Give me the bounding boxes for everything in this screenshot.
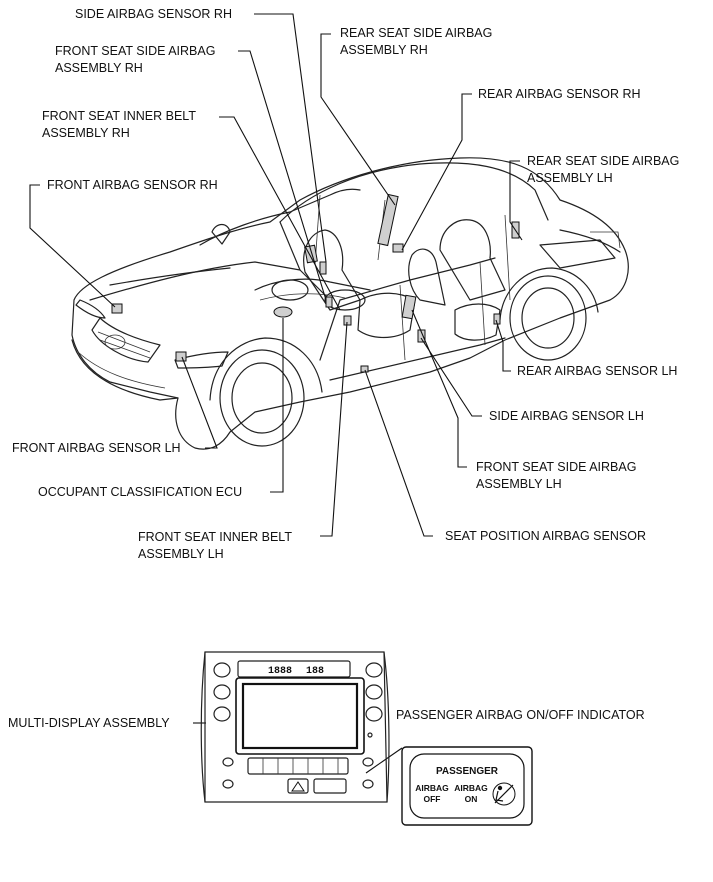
svg-text:188: 188 bbox=[306, 666, 324, 677]
label-rear-seat-side-airbag-lh-line1: REAR SEAT SIDE AIRBAG bbox=[527, 154, 679, 168]
indicator-off-line1: AIRBAG bbox=[415, 783, 449, 793]
airbag-off-icon bbox=[492, 782, 516, 806]
front-airbag-sensor-rh-part bbox=[111, 303, 123, 314]
label-front-seat-inner-belt-lh-line2: ASSEMBLY LH bbox=[138, 547, 224, 561]
front-airbag-sensor-lh-part bbox=[175, 351, 187, 362]
label-seat-position-airbag-sensor: SEAT POSITION AIRBAG SENSOR bbox=[445, 529, 646, 543]
svg-text:1888: 1888 bbox=[268, 666, 292, 677]
multi-display-assembly: 1888 188 bbox=[200, 651, 390, 803]
front-seat-side-airbag-rh-part bbox=[304, 244, 318, 264]
indicator-off-line2: OFF bbox=[424, 794, 441, 804]
label-front-seat-inner-belt-rh-line2: ASSEMBLY RH bbox=[42, 126, 130, 140]
label-front-airbag-sensor-rh: FRONT AIRBAG SENSOR RH bbox=[47, 178, 218, 192]
front-seat-inner-belt-lh-part bbox=[343, 315, 352, 326]
callout-labels: SIDE AIRBAG SENSOR RH FRONT SEAT SIDE AI… bbox=[8, 7, 679, 730]
label-side-airbag-sensor-lh: SIDE AIRBAG SENSOR LH bbox=[489, 409, 644, 423]
label-rear-seat-side-airbag-rh-line1: REAR SEAT SIDE AIRBAG bbox=[340, 26, 492, 40]
front-seat-side-airbag-lh-part bbox=[401, 294, 417, 320]
label-front-seat-side-airbag-lh-line2: ASSEMBLY LH bbox=[476, 477, 562, 491]
front-seat-inner-belt-rh-part bbox=[325, 296, 333, 308]
label-front-seat-side-airbag-rh-line1: FRONT SEAT SIDE AIRBAG bbox=[55, 44, 215, 58]
side-airbag-sensor-rh-part bbox=[319, 261, 327, 275]
label-rear-airbag-sensor-lh: REAR AIRBAG SENSOR LH bbox=[517, 364, 677, 378]
label-rear-seat-side-airbag-lh-line2: ASSEMBLY LH bbox=[527, 171, 613, 185]
label-rear-airbag-sensor-rh: REAR AIRBAG SENSOR RH bbox=[478, 87, 641, 101]
rear-seat-side-airbag-rh-part bbox=[377, 193, 399, 247]
label-rear-seat-side-airbag-rh-line2: ASSEMBLY RH bbox=[340, 43, 428, 57]
label-multi-display-assembly: MULTI-DISPLAY ASSEMBLY bbox=[8, 716, 170, 730]
side-airbag-sensor-lh-part bbox=[417, 329, 426, 343]
label-front-seat-side-airbag-lh-line1: FRONT SEAT SIDE AIRBAG bbox=[476, 460, 636, 474]
label-front-airbag-sensor-lh: FRONT AIRBAG SENSOR LH bbox=[12, 441, 181, 455]
label-passenger-airbag-indicator: PASSENGER AIRBAG ON/OFF INDICATOR bbox=[396, 708, 645, 722]
label-occupant-classification-ecu: OCCUPANT CLASSIFICATION ECU bbox=[38, 485, 242, 499]
occupant-classification-ecu-part bbox=[273, 306, 293, 318]
rear-airbag-sensor-rh-part bbox=[392, 243, 404, 253]
label-front-seat-inner-belt-rh-line1: FRONT SEAT INNER BELT bbox=[42, 109, 196, 123]
indicator-on-line2: ON bbox=[465, 794, 478, 804]
label-front-seat-inner-belt-lh-line1: FRONT SEAT INNER BELT bbox=[138, 530, 292, 544]
vehicle-illustration bbox=[71, 157, 629, 450]
seat-position-airbag-sensor-part bbox=[360, 365, 369, 373]
label-side-airbag-sensor-rh: SIDE AIRBAG SENSOR RH bbox=[75, 7, 232, 21]
indicator-on-line1: AIRBAG bbox=[454, 783, 488, 793]
leader-lines bbox=[29, 13, 523, 774]
passenger-airbag-indicator-zoom: PASSENGER AIRBAG OFF AIRBAG ON bbox=[401, 746, 533, 826]
label-front-seat-side-airbag-rh-line2: ASSEMBLY RH bbox=[55, 61, 143, 75]
indicator-title: PASSENGER bbox=[436, 766, 499, 777]
